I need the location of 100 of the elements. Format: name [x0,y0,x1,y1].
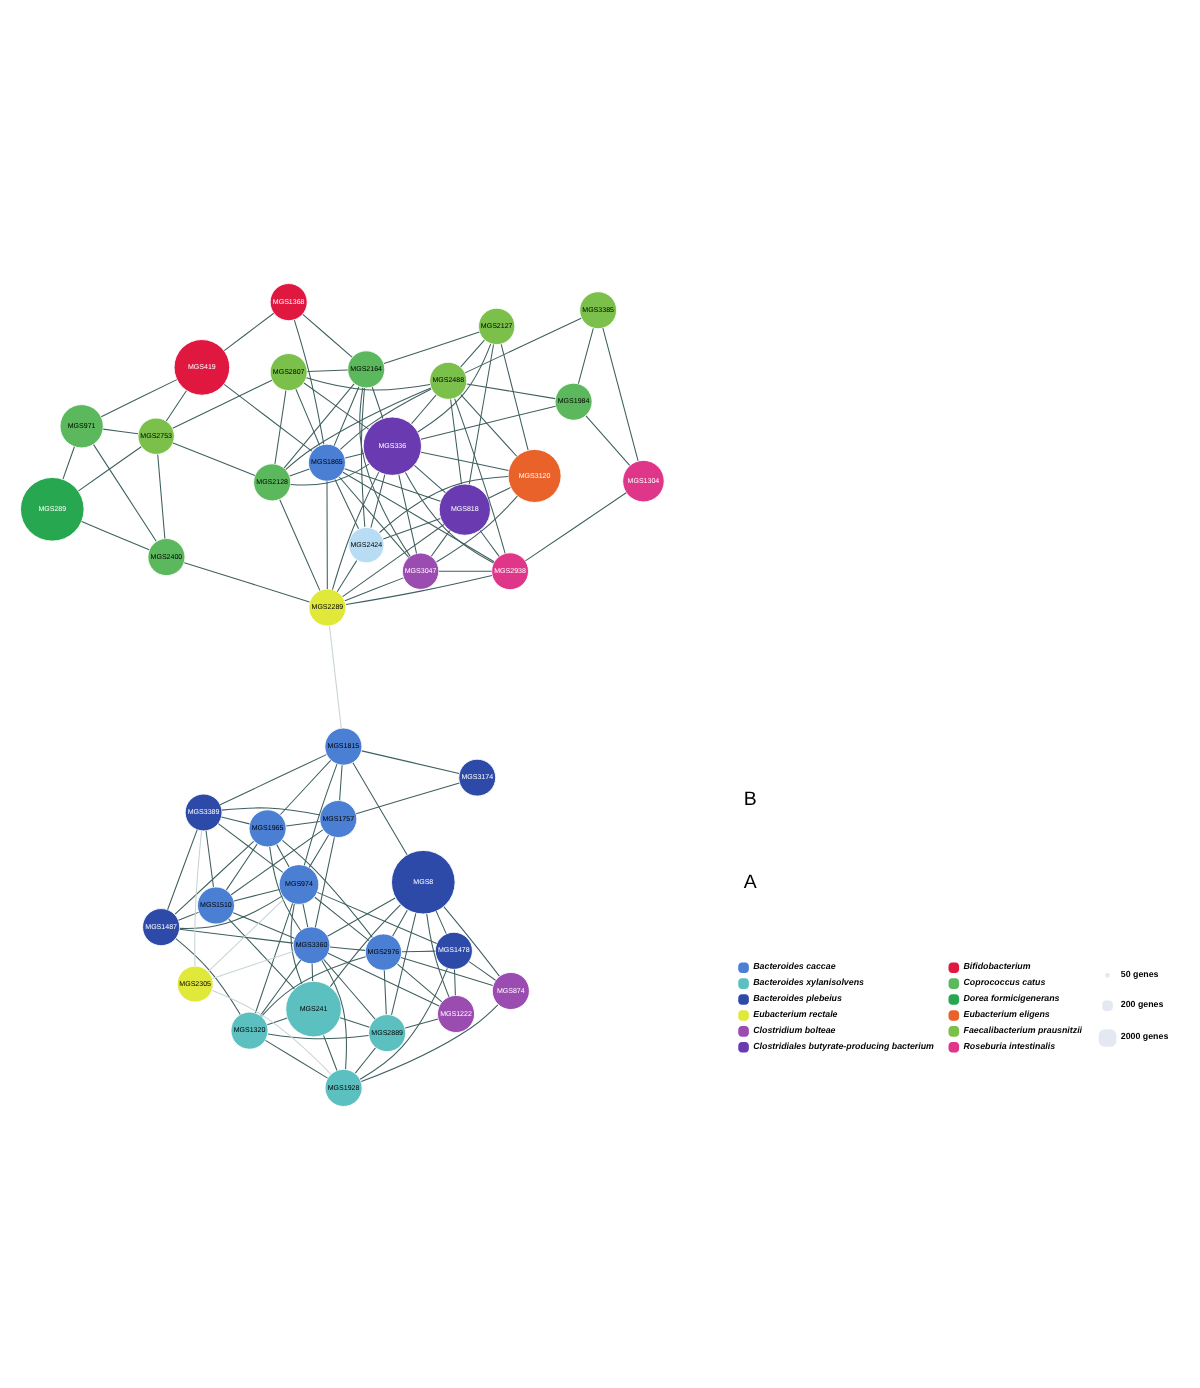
connector [382,516,441,539]
connector [220,815,250,824]
connector [283,382,355,468]
connector [290,462,370,485]
connector [102,427,139,434]
connector [383,330,480,364]
connector [183,561,310,602]
connector [302,902,309,927]
connector [293,318,325,444]
connector [426,912,450,997]
connector [464,316,582,373]
connector [167,828,198,910]
connector [398,473,418,553]
connector [602,326,639,461]
connector [274,389,287,464]
connector [420,450,509,470]
connector [217,822,284,872]
connector [359,386,411,556]
connector [260,958,302,1015]
connector [435,494,518,562]
connector [230,828,324,895]
connector [77,445,142,491]
connector [93,443,157,541]
connector [411,393,437,424]
connector [323,957,376,1019]
connector [266,1016,288,1025]
connector [261,955,367,1016]
connector [303,381,370,429]
connector [279,498,321,590]
connector [331,470,380,590]
connector [336,559,358,592]
connector [326,479,328,589]
connector [360,1003,499,1082]
connector [306,368,349,371]
connector [577,326,594,384]
connector [264,1038,329,1078]
connector [157,453,166,538]
connector [443,905,500,976]
label: B [743,787,757,810]
connector [345,574,493,604]
connector [254,901,294,1013]
connector [329,945,366,950]
connector [327,951,440,1006]
connector [232,911,295,938]
connector [420,404,557,439]
connector [417,342,492,432]
connector [172,378,273,428]
connector [316,890,438,943]
connector [285,386,432,470]
label: A [743,870,757,893]
connector [100,378,178,417]
connector [500,342,529,450]
connector [308,833,330,867]
connector [281,838,373,937]
connector [302,312,353,357]
connector [174,839,255,914]
connector [359,966,448,1079]
connector [321,958,347,1069]
connector [279,758,332,815]
connector [221,806,321,815]
connector [355,781,460,814]
connector [438,569,493,571]
connector [454,397,506,553]
connector [276,843,290,867]
connector [413,463,446,493]
connector [329,624,342,728]
connector [460,393,518,456]
connector [361,749,460,773]
connector [468,960,497,980]
connector [165,389,187,421]
connector [225,842,258,890]
connector [267,1032,370,1039]
connector [305,376,431,390]
connector [205,829,214,887]
connector [233,887,281,901]
connector [211,949,295,978]
connector [391,911,417,1015]
connector [468,342,495,484]
connector [314,835,335,927]
connector [430,528,451,556]
connector [371,385,384,418]
connector [392,908,408,936]
connector [339,387,432,449]
connector [179,894,283,928]
connector [323,1033,338,1070]
connector [62,445,75,479]
connector [290,902,303,984]
connector [172,441,256,476]
connector [585,414,631,465]
connector [228,917,295,989]
connector [404,1017,439,1028]
connector [487,486,512,498]
connector [269,845,302,931]
connector [334,478,360,529]
connector [344,451,365,458]
connector [383,968,387,1014]
connector [223,311,275,351]
connector [460,338,485,367]
connector [450,398,463,484]
connector [211,988,332,1074]
